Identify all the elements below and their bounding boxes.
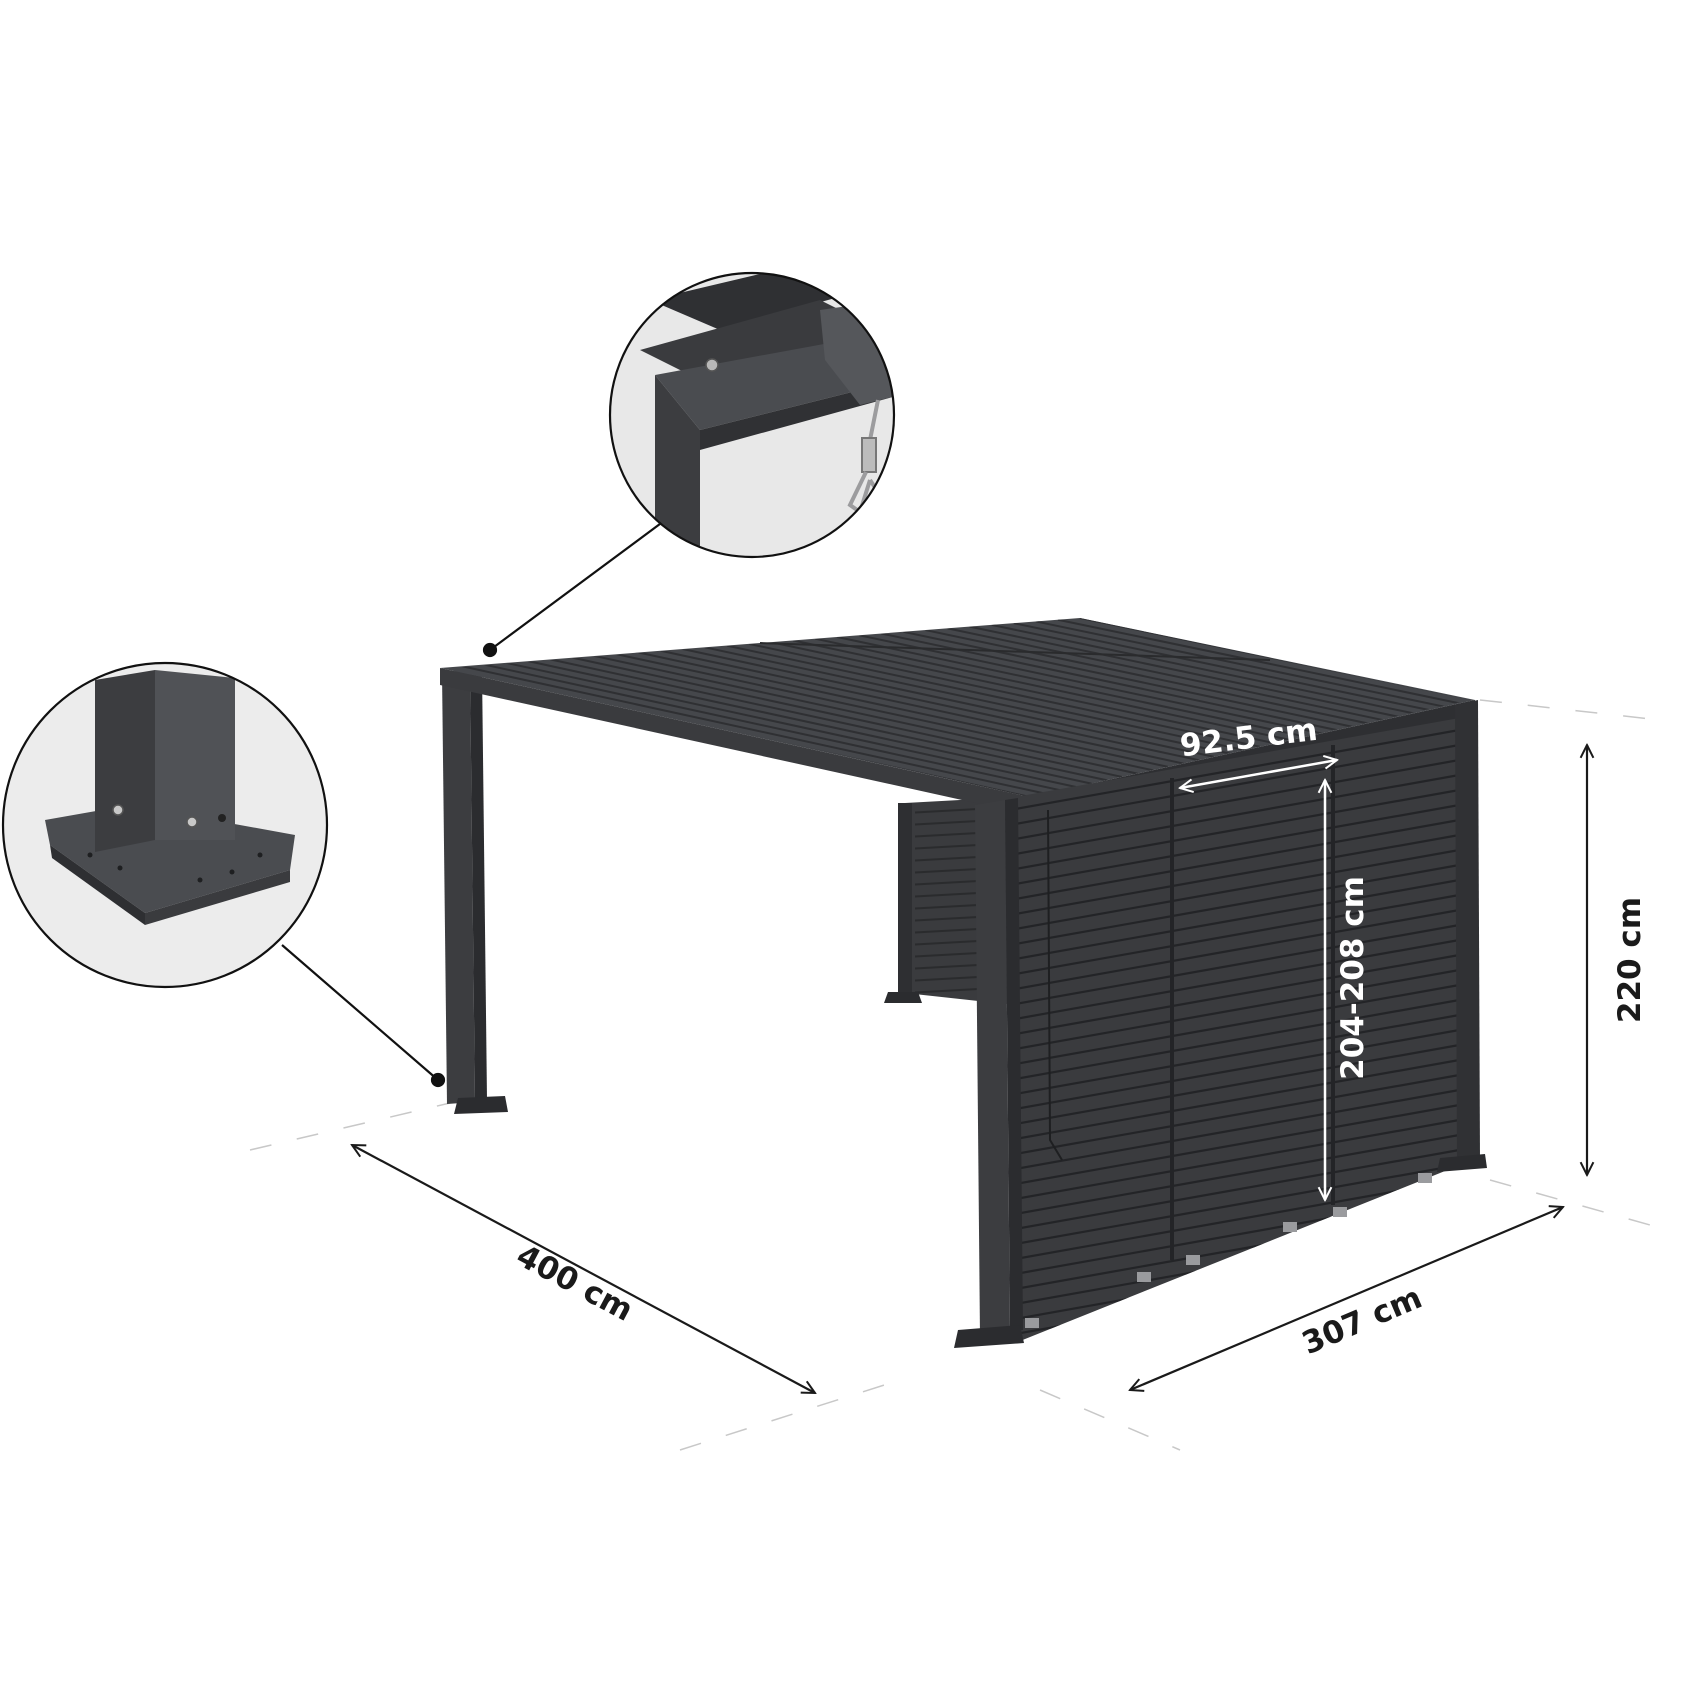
- side-louver-slat: [1015, 772, 1465, 856]
- side-louver-slat: [1015, 862, 1465, 946]
- side-louver-slat: [1015, 892, 1465, 976]
- side-louver-slat: [1015, 997, 1465, 1081]
- side-louver-slat: [1015, 967, 1465, 1051]
- side-louver-slat: [1015, 1027, 1465, 1111]
- dimension-height: 220 cm: [1587, 745, 1648, 1175]
- side-louver-slat: [1015, 1132, 1465, 1216]
- front-right-post: [954, 798, 1024, 1348]
- side-louver-slat: [1015, 817, 1465, 901]
- roof-louver-slat: [461, 665, 1046, 795]
- side-louver-slat: [1015, 1072, 1465, 1156]
- roof-louver-slat: [925, 629, 1368, 725]
- roof-louver-slat: [792, 639, 1276, 745]
- side-louver-wall: [1015, 717, 1465, 1343]
- roof-louver-slat: [859, 634, 1322, 735]
- roof-louver-slat: [505, 661, 1077, 788]
- roof-louver-slat: [572, 656, 1123, 778]
- side-louver-slat: [1015, 1147, 1465, 1231]
- roof-louver-slat: [483, 663, 1061, 792]
- dimension-panel-height: 204-208 cm: [1325, 780, 1371, 1200]
- side-louver-slat: [1015, 847, 1465, 931]
- side-louver-slat: [1015, 1057, 1465, 1141]
- roof-louver-slat: [1013, 622, 1430, 712]
- roof-louver-slat: [682, 648, 1200, 762]
- side-louver-slat: [1015, 1087, 1465, 1171]
- roof-louver-slat: [704, 646, 1215, 758]
- height-label: 220 cm: [1612, 897, 1648, 1023]
- panel-height-label: 204-208 cm: [1335, 876, 1371, 1080]
- depth-label: 400 cm: [511, 1238, 639, 1329]
- roof-louver-slat: [528, 660, 1092, 785]
- left-post: [442, 670, 508, 1114]
- roof-louver-slat: [748, 642, 1246, 752]
- roof-louver-slat: [594, 654, 1138, 775]
- roof-louver-slat: [770, 641, 1261, 748]
- ground-guides: [249, 699, 1661, 1451]
- corner-bracket-detail: [608, 271, 896, 559]
- side-louver-slat: [1015, 877, 1465, 961]
- side-louver-slat: [1015, 1012, 1465, 1096]
- side-louver-slat: [1015, 982, 1465, 1066]
- pergola: [440, 618, 1487, 1348]
- roof-louver-slat: [947, 627, 1384, 722]
- side-louver-slat: [1015, 952, 1465, 1036]
- roof-louver-slat: [1035, 620, 1445, 708]
- post-base-detail: [1, 661, 329, 989]
- side-louver-slat: [1015, 937, 1465, 1021]
- back-right-post: [1437, 700, 1487, 1172]
- side-louver-slat: [1015, 1162, 1465, 1246]
- roof-louver-slat: [903, 630, 1353, 728]
- leader-lines: [281, 514, 673, 1088]
- side-louver-slat: [1015, 787, 1465, 871]
- side-louver-slat: [1015, 922, 1465, 1006]
- roof-louver-slat: [969, 625, 1399, 718]
- side-louver-slat: [1015, 832, 1465, 916]
- roof-louver-slat: [660, 649, 1184, 765]
- side-louver-slat: [1015, 1042, 1465, 1126]
- roof-louver-slat: [726, 644, 1230, 755]
- roof-louver-slat: [814, 637, 1292, 742]
- roof-louver-slat: [616, 653, 1153, 772]
- side-louver-slat: [1015, 757, 1465, 841]
- side-louver-slat: [1015, 802, 1465, 886]
- dimension-depth: 400 cm: [352, 1145, 815, 1393]
- side-louver-slat: [1015, 907, 1465, 991]
- side-louver-slat: [1015, 1117, 1465, 1201]
- roof-louver-slat: [1057, 618, 1460, 705]
- roof-louver-slat: [638, 651, 1169, 768]
- side-louver-slat: [1015, 1102, 1465, 1186]
- roof-louver-slat: [550, 658, 1107, 782]
- roof-louver-slat: [837, 635, 1307, 738]
- roof-louver-slat: [991, 623, 1414, 715]
